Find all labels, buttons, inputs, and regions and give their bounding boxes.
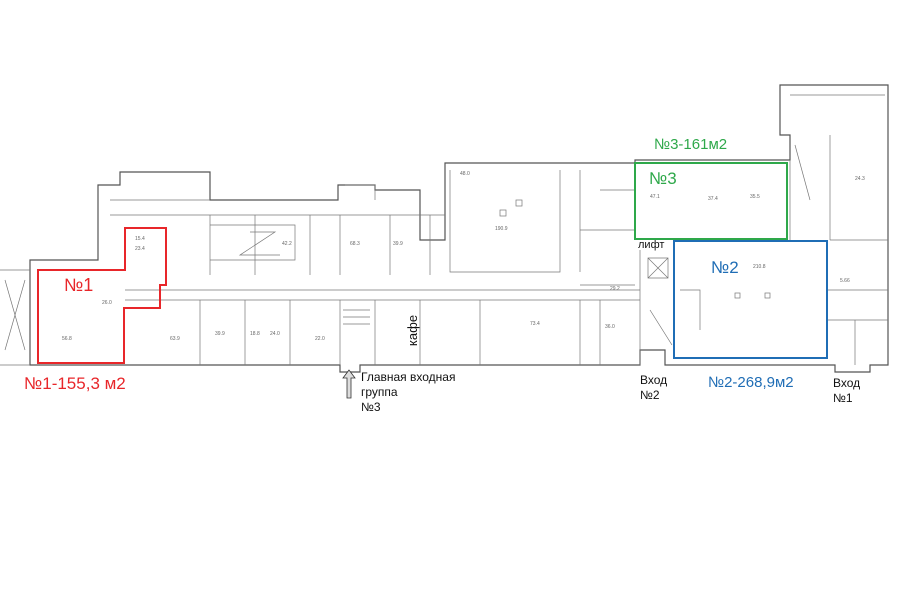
- svg-text:18.8: 18.8: [250, 331, 260, 337]
- zone-2-outline[interactable]: [673, 240, 828, 359]
- lift-label: лифт: [638, 239, 665, 251]
- zone-1-outline[interactable]: [37, 227, 167, 364]
- svg-text:42.2: 42.2: [282, 241, 292, 247]
- svg-text:56.8: 56.8: [62, 336, 72, 342]
- svg-text:190.9: 190.9: [495, 226, 508, 232]
- zone-1-caption: №1-155,3 м2: [24, 374, 126, 393]
- entrance-2-line-1: Вход: [640, 373, 668, 387]
- svg-text:73.4: 73.4: [530, 321, 540, 327]
- svg-text:24.0: 24.0: [270, 331, 280, 337]
- svg-text:5.66: 5.66: [840, 278, 850, 284]
- main-entrance-line-3: №3: [361, 400, 381, 414]
- zone-3-label: №3: [649, 169, 677, 188]
- svg-text:39.9: 39.9: [393, 241, 403, 247]
- svg-text:37.4: 37.4: [708, 196, 718, 202]
- entrance-arrow-icon: [342, 369, 356, 399]
- zone-1-label: №1: [64, 275, 94, 295]
- svg-text:26.0: 26.0: [102, 300, 112, 306]
- svg-text:15.4: 15.4: [135, 236, 145, 242]
- main-entrance-line-1: Главная входная: [361, 370, 456, 384]
- zone-2-label: №2: [711, 258, 739, 277]
- svg-text:35.5: 35.5: [750, 194, 760, 200]
- svg-text:23.4: 23.4: [135, 246, 145, 252]
- zone-3-outline[interactable]: [634, 162, 788, 240]
- svg-text:36.0: 36.0: [605, 324, 615, 330]
- svg-text:48.0: 48.0: [460, 171, 470, 177]
- room-numbers: 42.2 68.3 39.9 190.9 48.0 63.9 39.9 18.8 24.0…: [62, 171, 865, 342]
- entrance-1-line-1: Вход: [833, 376, 861, 390]
- building-walls: [0, 84, 889, 373]
- svg-text:22.0: 22.0: [315, 336, 325, 342]
- entrance-1-label: Вход №1: [833, 376, 860, 406]
- cafe-label: кафе: [405, 314, 421, 347]
- svg-text:39.9: 39.9: [215, 331, 225, 337]
- svg-text:29.2: 29.2: [610, 286, 620, 292]
- svg-text:63.9: 63.9: [170, 336, 180, 342]
- svg-text:68.3: 68.3: [350, 241, 360, 247]
- entrance-1-line-2: №1: [833, 391, 853, 405]
- entrance-2-label: Вход №2: [640, 373, 667, 403]
- zone-2-caption: №2-268,9м2: [708, 374, 794, 391]
- svg-text:24.3: 24.3: [855, 176, 865, 182]
- main-entrance-label: Главная входная группа №3: [361, 370, 455, 415]
- svg-text:210.8: 210.8: [753, 264, 766, 270]
- svg-text:47.1: 47.1: [650, 194, 660, 200]
- main-entrance-line-2: группа: [361, 385, 398, 399]
- zone-3-caption: №3-161м2: [654, 136, 728, 153]
- entrance-2-line-2: №2: [640, 388, 660, 402]
